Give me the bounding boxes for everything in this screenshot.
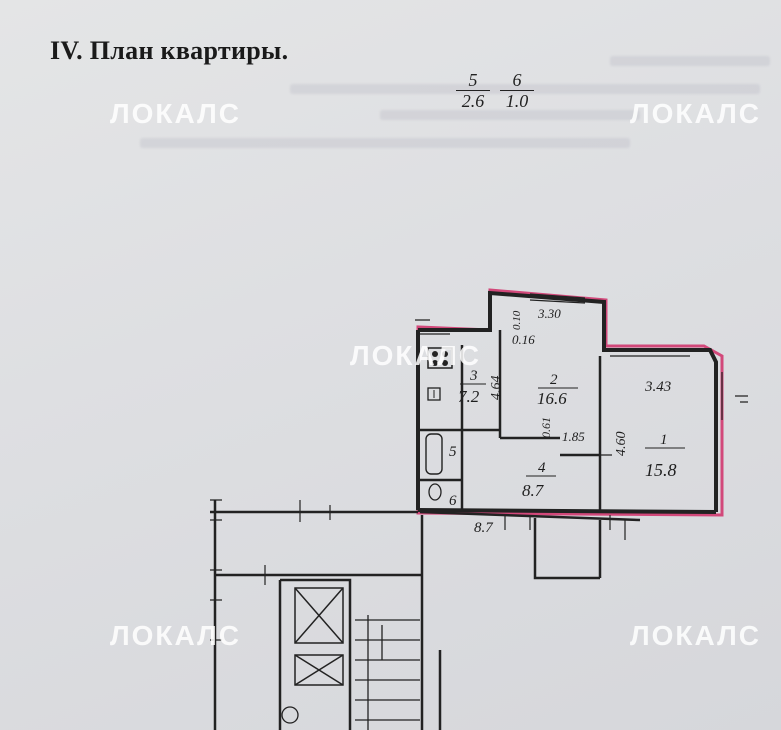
dim-label: 4.60 <box>614 432 629 457</box>
dim-label: 8.7 <box>474 520 494 536</box>
outer-walls <box>416 290 718 514</box>
room-area: 8.7 <box>522 481 545 500</box>
dim-label: 3.30 <box>537 306 561 321</box>
room-area: 15.8 <box>645 460 677 480</box>
room-area: 7.2 <box>458 387 480 406</box>
adjacent-structure <box>210 500 641 730</box>
staircase <box>355 615 420 730</box>
room-area: 16.6 <box>537 389 567 408</box>
page-title: IV. План квартиры. <box>50 36 289 65</box>
fraction-5: 5 2.6 <box>456 70 490 111</box>
toilet-icon <box>428 483 442 501</box>
room-number: 1 <box>660 432 668 448</box>
fraction-top: 6 <box>500 70 534 91</box>
fraction-bottom: 1.0 <box>505 91 529 111</box>
faded-text-line <box>380 110 640 120</box>
watermark: ЛОКАЛС <box>350 340 481 371</box>
windows <box>420 293 723 420</box>
dim-label: 0.16 <box>512 332 535 347</box>
dim-label: 4.64 <box>489 376 504 401</box>
room-number: 6 <box>449 493 457 509</box>
faded-text-line <box>290 84 760 94</box>
watermark: ЛОКАЛС <box>110 98 241 129</box>
stove-icon <box>427 347 453 369</box>
room-number: 3 <box>469 368 478 384</box>
room-number: 5 <box>449 444 457 460</box>
sink-icon <box>427 387 441 401</box>
fraction-top: 5 <box>456 70 490 91</box>
elevator-icon <box>294 587 344 686</box>
bathtub-icon <box>425 433 443 475</box>
fraction-bottom: 2.6 <box>461 91 485 111</box>
watermark: ЛОКАЛС <box>110 620 241 651</box>
watermark: ЛОКАЛС <box>630 98 761 129</box>
interior-walls <box>420 330 602 512</box>
faded-text-line <box>140 138 630 148</box>
floor-drain-icon <box>281 706 299 724</box>
dim-label: 1.85 <box>562 429 585 444</box>
room-number: 4 <box>538 460 546 476</box>
dim-label: 0.10 <box>511 310 523 330</box>
dim-label: 3.43 <box>644 379 671 395</box>
wall-ticks <box>210 319 748 641</box>
room-number: 2 <box>550 372 558 388</box>
watermark: ЛОКАЛС <box>630 620 761 651</box>
dim-label: 0.61 <box>539 417 553 438</box>
faded-text-line <box>610 56 770 66</box>
fraction-6: 6 1.0 <box>500 70 534 111</box>
